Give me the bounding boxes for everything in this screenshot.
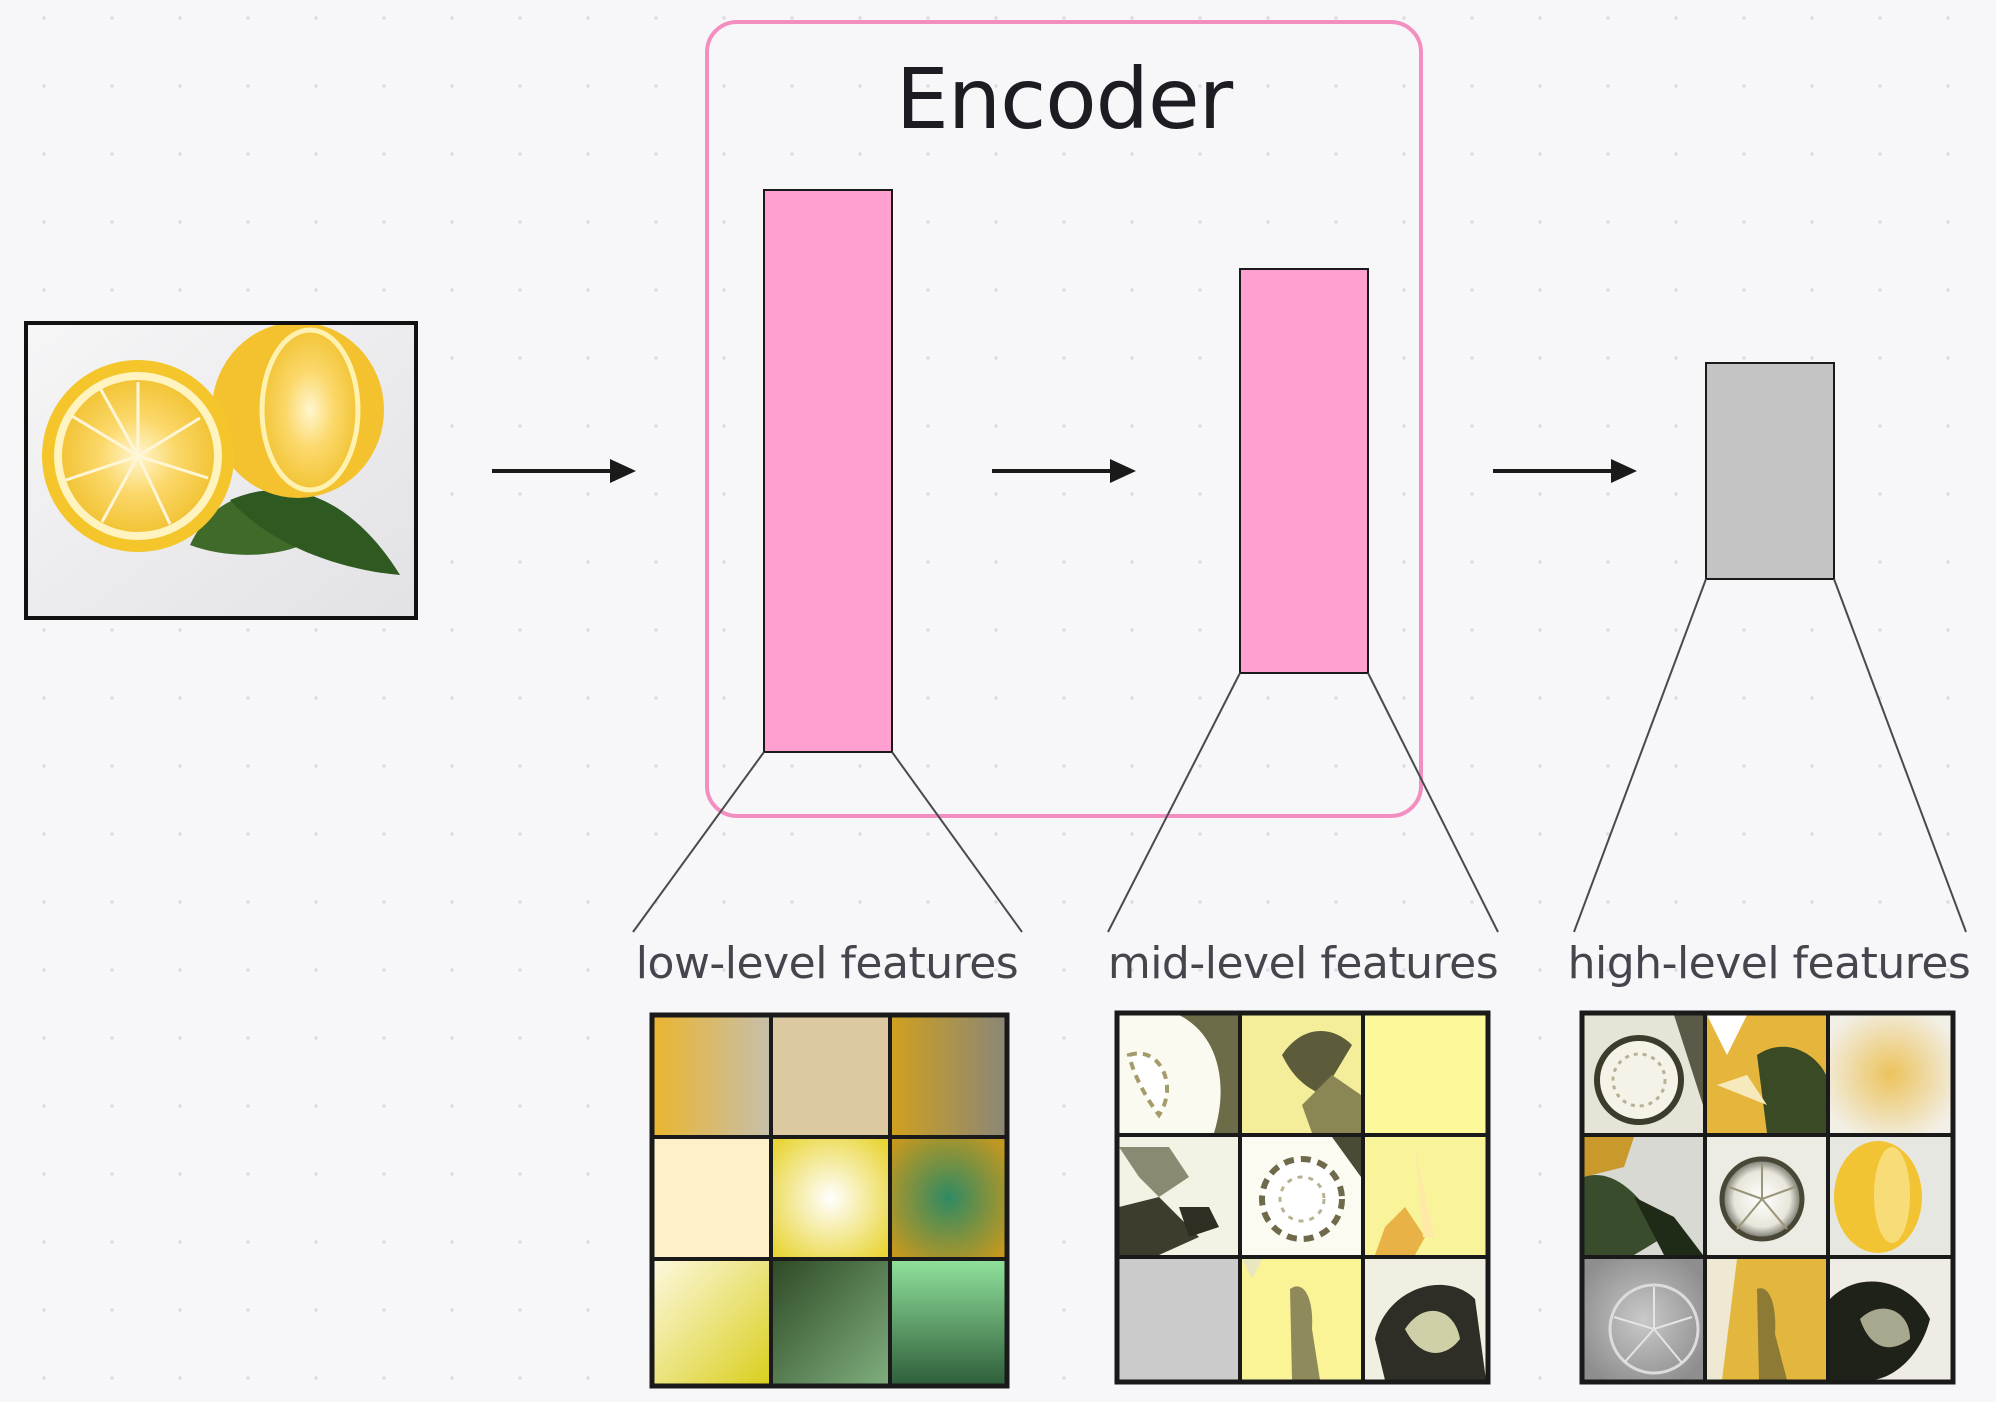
feature-tile [1830, 1259, 1951, 1380]
feature-tile [1830, 1137, 1951, 1255]
feature-tile [773, 1139, 888, 1257]
feature-tile [1365, 1015, 1486, 1133]
feature-tile [892, 1139, 1005, 1257]
feature-tile [1119, 1259, 1238, 1380]
input-image-frame [24, 321, 418, 620]
high-level-features-label: high-level features [1568, 938, 1971, 989]
feature-tile [1584, 1137, 1703, 1255]
feature-tile [654, 1139, 769, 1257]
lemon-segments [65, 382, 209, 525]
feature-tile [1707, 1015, 1826, 1133]
low-level-feature-grid [649, 1012, 1010, 1389]
feature-tile [654, 1261, 769, 1384]
mid-level-features-label: mid-level features [1108, 938, 1498, 989]
arrow-right-icon [1493, 459, 1637, 483]
feature-tile [1119, 1015, 1238, 1133]
high-level-fan [1573, 578, 1967, 933]
feature-tile [892, 1261, 1005, 1384]
feature-tile [1830, 1015, 1951, 1133]
encoder-block: Encoder [705, 20, 1423, 818]
lemon-image [42, 323, 400, 575]
arrow-right-icon [992, 459, 1136, 483]
high-level-feature-grid [1579, 1010, 1956, 1385]
input-image [24, 321, 418, 620]
feature-tile [1707, 1259, 1826, 1380]
feature-tile [1242, 1015, 1361, 1133]
feature-tile [1119, 1137, 1238, 1255]
low-level-fan [632, 751, 1023, 933]
feature-tile [892, 1017, 1005, 1135]
feature-tile [773, 1017, 888, 1135]
encoder-frame [705, 20, 1423, 818]
mid-level-feature-grid [1114, 1010, 1491, 1385]
feature-tile [654, 1017, 769, 1135]
lemon-back-face [259, 327, 361, 493]
feature-tile [773, 1261, 888, 1384]
high-level-feature-bar [1705, 362, 1835, 580]
arrow-right-icon [492, 459, 636, 483]
feature-tile [1584, 1259, 1703, 1380]
low-level-features-label: low-level features [636, 938, 1018, 989]
mid-level-feature-bar [1239, 268, 1369, 674]
leaf-shape [230, 489, 400, 575]
feature-tile [1242, 1259, 1361, 1380]
encoder-title: Encoder [896, 50, 1234, 148]
feature-tile [1365, 1259, 1486, 1380]
feature-tile [1707, 1137, 1826, 1255]
feature-tile [1242, 1137, 1361, 1255]
feature-tile [1584, 1015, 1703, 1133]
low-level-feature-bar [763, 189, 893, 753]
mid-level-fan [1107, 672, 1499, 933]
feature-tile [1365, 1137, 1486, 1255]
